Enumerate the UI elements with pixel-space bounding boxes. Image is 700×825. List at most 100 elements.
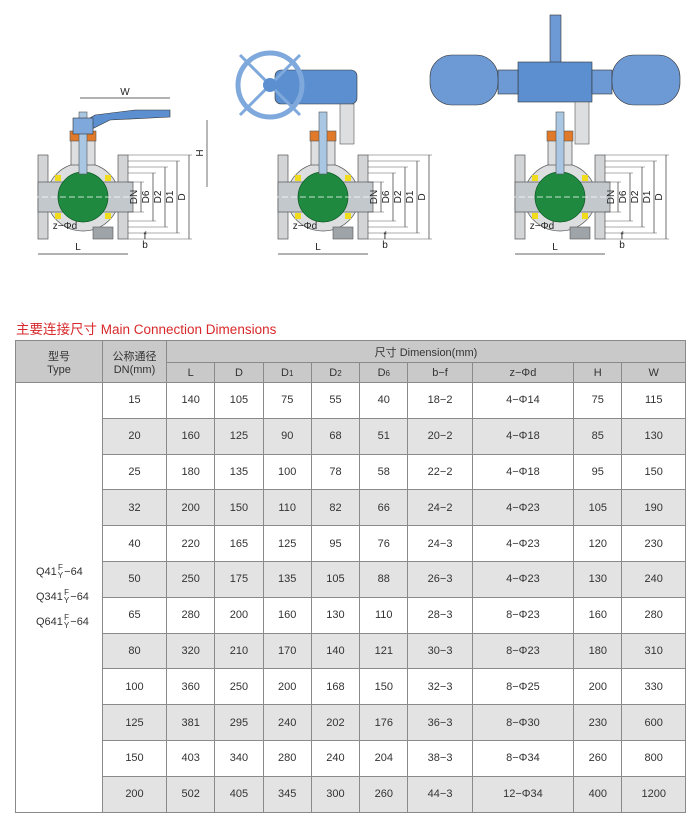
table-cell: 150 [621, 453, 686, 491]
table-cell: 200 [102, 775, 167, 813]
table-cell: 58 [359, 453, 409, 491]
table-cell: 400 [573, 775, 623, 813]
dimension-label-f: f [384, 231, 387, 242]
table-cell: 38−3 [407, 739, 473, 777]
dimension-label-b: b [619, 240, 625, 251]
table-cell: 190 [621, 489, 686, 527]
table-cell: 4−Φ23 [471, 560, 575, 598]
dimension-label-bolt: z−Φd [530, 221, 554, 232]
actuator-cylinder [611, 54, 681, 106]
table-cell: 95 [310, 525, 361, 562]
table-cell: 8−Φ30 [471, 704, 575, 741]
table-cell: 170 [262, 632, 312, 670]
column-header: H [573, 362, 623, 383]
table-cell: 250 [214, 668, 264, 706]
table-cell: 240 [621, 560, 686, 598]
seat [582, 175, 588, 181]
dimension-label: D2 [630, 190, 641, 203]
table-cell: 260 [573, 739, 623, 777]
table-cell: 135 [214, 453, 264, 491]
table-cell: 600 [621, 704, 686, 741]
table-cell: 150 [214, 489, 264, 527]
dimension-label: D1 [405, 190, 416, 203]
table-cell: 160 [573, 596, 623, 634]
dimension-label: D1 [165, 190, 176, 203]
column-header: z−Φd [471, 362, 575, 383]
table-cell: 200 [214, 596, 264, 634]
table-cell: 32 [102, 489, 167, 527]
dimension-label-W: W [120, 87, 130, 98]
table-cell: 165 [214, 525, 264, 562]
column-header: L [165, 362, 216, 383]
seat [295, 175, 301, 181]
lever-handle [77, 109, 171, 131]
handwheel-icon [235, 50, 305, 120]
table-cell: 68 [310, 417, 361, 455]
valve-body [273, 111, 378, 240]
table-cell: 403 [165, 739, 216, 777]
table-cell: 28−3 [407, 596, 473, 634]
table-cell: 405 [214, 775, 264, 813]
dimension-label: D [417, 193, 428, 200]
stem [78, 111, 88, 175]
stem [318, 111, 328, 175]
table-cell: 32−3 [407, 668, 473, 706]
table-cell: 160 [165, 417, 216, 455]
table-cell: 75 [262, 382, 312, 419]
table-cell: 330 [621, 668, 686, 706]
table-cell: 36−3 [407, 704, 473, 741]
table-cell: 120 [573, 525, 623, 562]
dimension-label: D6 [618, 190, 629, 203]
table-cell: 30−3 [407, 632, 473, 670]
table-cell: 130 [621, 417, 686, 455]
dimension-label: DN [369, 190, 380, 204]
column-header: D1 [262, 362, 312, 383]
table-cell: 150 [359, 668, 409, 706]
table-cell: 4−Φ23 [471, 525, 575, 562]
table-cell: 160 [262, 596, 312, 634]
table-cell: 76 [359, 525, 409, 562]
table-cell: 260 [359, 775, 409, 813]
bolt [569, 226, 591, 240]
handwheel-hub [263, 78, 277, 92]
seat [532, 213, 538, 219]
table-cell: 105 [310, 560, 361, 598]
table-cell: 80 [102, 632, 167, 670]
table-cell: 295 [214, 704, 264, 741]
table-cell: 105 [214, 382, 264, 419]
dimension-label: D6 [381, 190, 392, 203]
section-title: 主要连接尺寸 Main Connection Dimensions [16, 322, 277, 337]
dimension-label: DN [129, 190, 140, 204]
table-cell: 250 [165, 560, 216, 598]
dimension-label: D2 [393, 190, 404, 203]
table-cell: 121 [359, 632, 409, 670]
table-cell: 125 [102, 704, 167, 741]
table-cell: 4−Φ18 [471, 453, 575, 491]
actuator-arm [591, 69, 613, 95]
table-cell: 381 [165, 704, 216, 741]
table-cell: 100 [102, 668, 167, 706]
stem [555, 111, 565, 175]
actuator-body [517, 61, 593, 103]
table-cell: 8−Φ34 [471, 739, 575, 777]
table-cell: 125 [214, 417, 264, 455]
table-cell: 15 [102, 382, 167, 419]
table-cell: 85 [573, 417, 623, 455]
valve-body [33, 111, 138, 240]
table-cell: 220 [165, 525, 216, 562]
table-cell: 24−3 [407, 525, 473, 562]
column-header: D2 [310, 362, 361, 383]
table-cell: 40 [359, 382, 409, 419]
dimension-label: DN [606, 190, 617, 204]
table-cell: 140 [310, 632, 361, 670]
